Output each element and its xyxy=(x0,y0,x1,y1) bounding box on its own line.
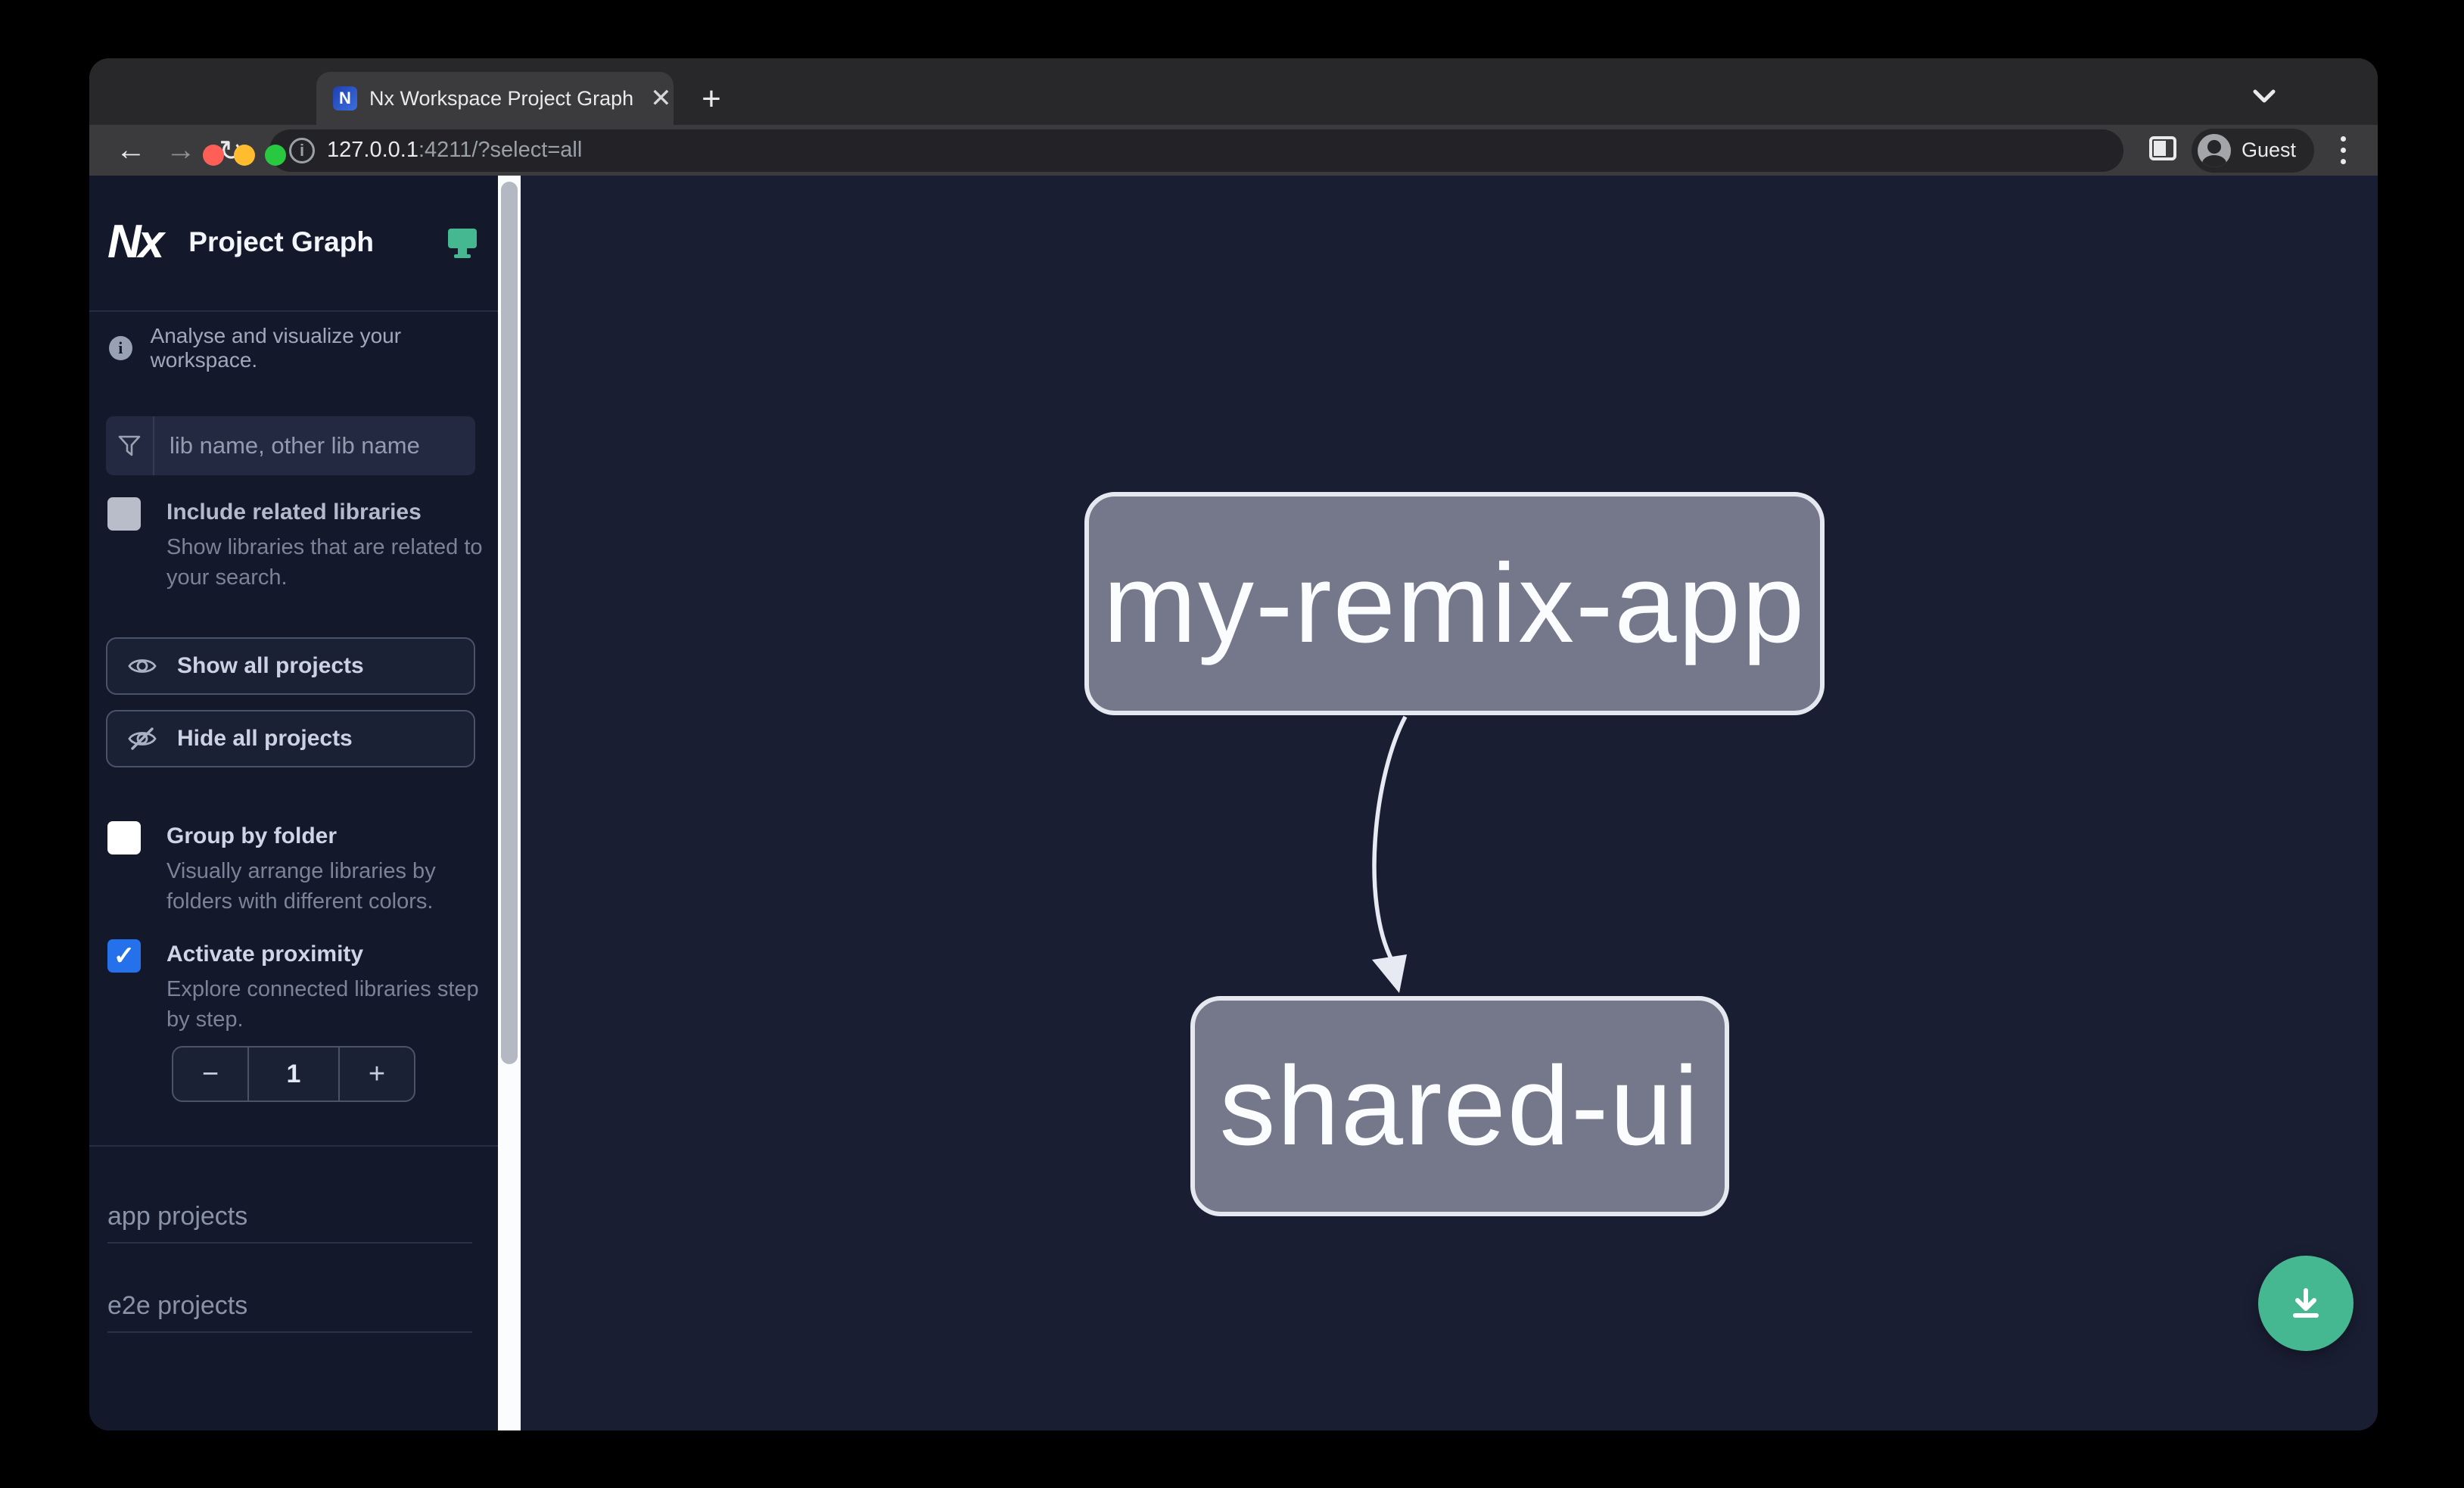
section-e2e-projects[interactable]: e2e projects xyxy=(107,1291,472,1333)
scrollbar-thumb[interactable] xyxy=(501,182,518,1064)
include-related-checkbox[interactable] xyxy=(107,497,141,531)
profile-chip[interactable]: Guest xyxy=(2191,128,2314,173)
hide-all-projects-label: Hide all projects xyxy=(177,726,353,751)
url-path: :4211/?select=all xyxy=(418,138,583,162)
avatar xyxy=(2197,133,2231,167)
url-bar[interactable]: i 127.0.0.1:4211/?select=all xyxy=(269,129,2123,172)
activate-proximity-description: Explore connected libraries step by step… xyxy=(166,977,479,1032)
graph-node-my-remix-app[interactable]: my-remix-app xyxy=(1084,492,1825,715)
tagline-row: i Analyse and visualize your workspace. xyxy=(109,324,498,372)
back-button[interactable]: ← xyxy=(116,133,146,167)
tab-search-chevron-icon[interactable] xyxy=(2249,86,2279,111)
activate-proximity-label: Activate proximity xyxy=(166,942,364,967)
traffic-light-minimize[interactable] xyxy=(234,145,255,166)
hide-all-projects-button[interactable]: Hide all projects xyxy=(106,710,475,767)
group-by-folder-label: Group by folder xyxy=(166,823,337,848)
new-tab-button[interactable]: + xyxy=(702,80,721,117)
browser-window: N Nx Workspace Project Graph ✕ + ← → ↻ i… xyxy=(89,58,2378,1430)
download-image-button[interactable] xyxy=(2258,1256,2354,1351)
show-all-projects-label: Show all projects xyxy=(177,653,364,678)
browser-menu-kebab-icon[interactable] xyxy=(2328,136,2358,164)
tab-title: Nx Workspace Project Graph xyxy=(369,86,634,110)
show-all-projects-button[interactable]: Show all projects xyxy=(106,637,475,695)
divider xyxy=(89,310,498,312)
group-by-folder-checkbox[interactable] xyxy=(107,821,141,855)
site-info-icon[interactable]: i xyxy=(289,137,315,163)
option-group-by-folder: Group by folder Visually arrange librari… xyxy=(107,820,480,917)
profile-label: Guest xyxy=(2241,139,2296,161)
sidebar-header: Nx Project Graph xyxy=(107,215,480,269)
info-icon: i xyxy=(109,336,132,360)
nx-logo: Nx xyxy=(107,216,164,268)
include-related-description: Show libraries that are related to your … xyxy=(166,535,483,590)
node-label: shared-ui xyxy=(1219,1043,1700,1169)
tagline-text: Analyse and visualize your workspace. xyxy=(150,324,402,372)
stepper-increment-button[interactable]: + xyxy=(368,1057,386,1090)
side-panel-icon[interactable] xyxy=(2148,133,2178,167)
nx-favicon-icon: N xyxy=(333,86,357,111)
option-activate-proximity: ✓ Activate proximity Explore connected l… xyxy=(107,938,480,1035)
group-by-folder-description: Visually arrange libraries by folders wi… xyxy=(166,859,436,914)
filter-funnel-icon xyxy=(106,416,154,475)
stepper-value: 1 xyxy=(247,1048,340,1100)
tab-strip: N Nx Workspace Project Graph ✕ + xyxy=(89,58,2378,166)
dependency-edge xyxy=(1372,715,1408,993)
stepper-decrement-button[interactable]: − xyxy=(201,1057,219,1090)
proximity-stepper: − 1 + xyxy=(172,1046,415,1102)
divider xyxy=(89,1145,498,1147)
graph-node-shared-ui[interactable]: shared-ui xyxy=(1190,996,1729,1216)
traffic-light-zoom[interactable] xyxy=(265,145,286,166)
filter-box xyxy=(106,416,475,475)
url-text: 127.0.0.1:4211/?select=all xyxy=(327,138,582,163)
sidebar: Nx Project Graph i Analyse and visualize… xyxy=(89,176,498,1430)
page-content: Nx Project Graph i Analyse and visualize… xyxy=(89,176,2378,1430)
forward-button[interactable]: → xyxy=(166,133,196,167)
open-in-window-icon[interactable] xyxy=(445,226,480,259)
sidebar-scrollbar[interactable] xyxy=(498,176,521,1430)
filter-input[interactable] xyxy=(154,432,475,459)
graph-canvas[interactable]: my-remix-app shared-ui xyxy=(521,176,2378,1430)
browser-toolbar: ← → ↻ i 127.0.0.1:4211/?select=all Guest xyxy=(89,125,2378,176)
tab-close-icon[interactable]: ✕ xyxy=(650,84,672,113)
download-icon xyxy=(2293,1288,2319,1318)
eye-icon xyxy=(128,659,157,673)
eye-off-icon xyxy=(128,727,157,750)
section-app-projects[interactable]: app projects xyxy=(107,1202,472,1244)
traffic-light-close[interactable] xyxy=(203,145,224,166)
include-related-label: Include related libraries xyxy=(166,500,422,525)
node-label: my-remix-app xyxy=(1103,540,1806,666)
app-title: Project Graph xyxy=(188,226,374,257)
activate-proximity-checkbox[interactable]: ✓ xyxy=(107,939,141,973)
option-include-related: Include related libraries Show libraries… xyxy=(107,496,483,593)
browser-tab[interactable]: N Nx Workspace Project Graph ✕ xyxy=(316,72,674,125)
url-host: 127.0.0.1 xyxy=(327,138,418,162)
